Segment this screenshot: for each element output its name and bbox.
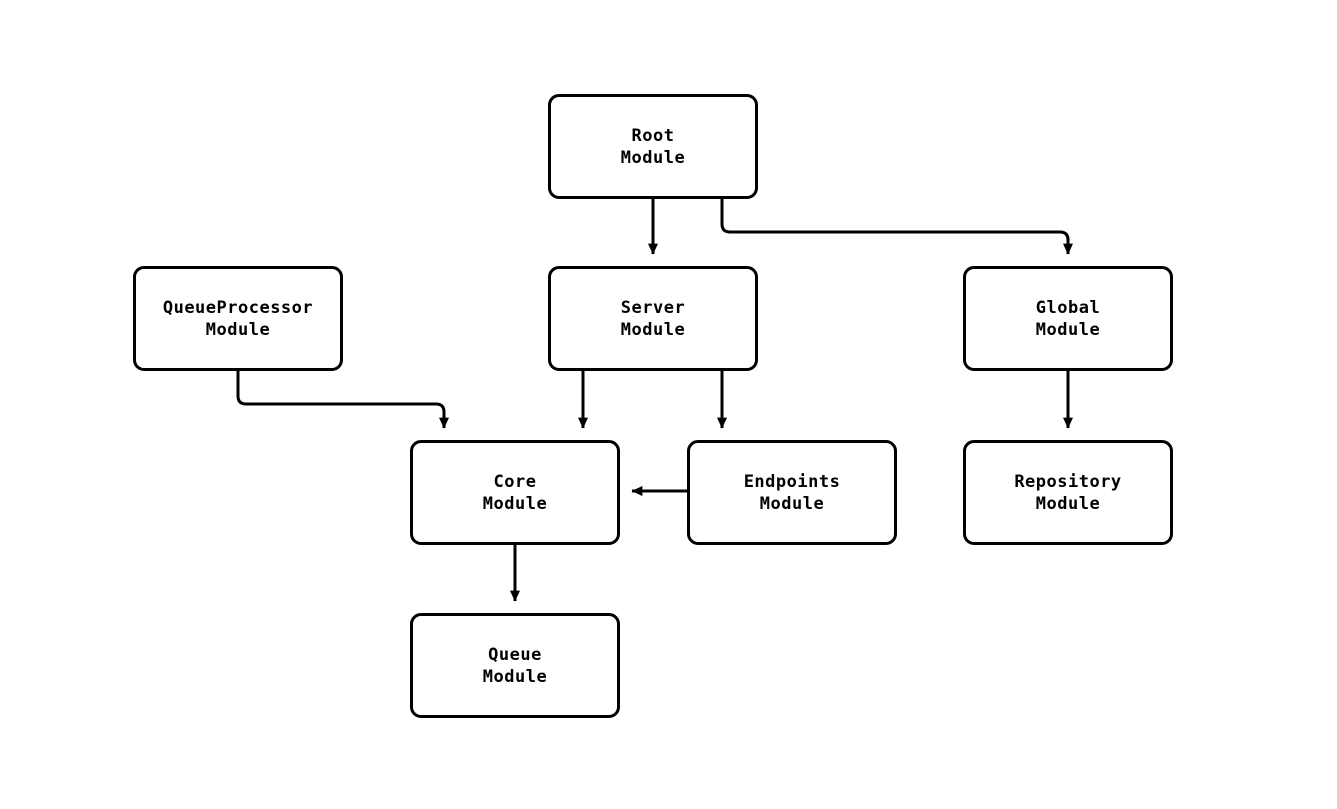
node-label-line2: Module	[620, 147, 686, 168]
node-label-line1: Server	[620, 297, 686, 318]
node-label-line2: Module	[205, 319, 271, 340]
node-label-line1: Global	[1035, 297, 1101, 318]
node-global-module[interactable]: Global Module	[963, 266, 1173, 371]
node-queueprocessor-module[interactable]: QueueProcessor Module	[133, 266, 343, 371]
edge-queueprocessor-to-core	[236, 371, 449, 429]
node-label-line1: Core	[493, 471, 537, 492]
edge-root-to-global	[720, 199, 1073, 255]
node-queue-module[interactable]: Queue Module	[410, 613, 620, 718]
node-label-line2: Module	[759, 493, 825, 514]
node-label-line2: Module	[1035, 319, 1101, 340]
node-label-line2: Module	[482, 666, 548, 687]
node-endpoints-module[interactable]: Endpoints Module	[687, 440, 897, 545]
node-repository-module[interactable]: Repository Module	[963, 440, 1173, 545]
node-label-line1: Root	[631, 125, 675, 146]
node-core-module[interactable]: Core Module	[410, 440, 620, 545]
node-label-line1: Endpoints	[743, 471, 841, 492]
node-label-line1: Repository	[1014, 471, 1122, 492]
node-label-line1: QueueProcessor	[162, 297, 314, 318]
node-server-module[interactable]: Server Module	[548, 266, 758, 371]
node-label-line2: Module	[620, 319, 686, 340]
node-label-line2: Module	[482, 493, 548, 514]
node-label-line2: Module	[1035, 493, 1101, 514]
node-label-line1: Queue	[488, 644, 542, 665]
node-root-module[interactable]: Root Module	[548, 94, 758, 199]
